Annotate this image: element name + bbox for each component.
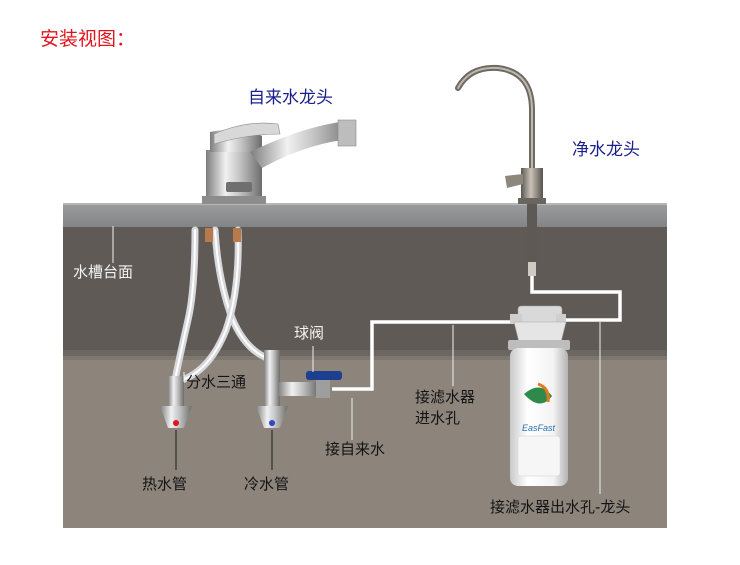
hot-marker (173, 420, 179, 426)
filter-outlet-label: 接滤水器出水孔-龙头 (490, 498, 631, 516)
cold-pipe-label: 冷水管 (244, 475, 290, 493)
cold-water-tee (256, 350, 342, 428)
filter-inlet-label-line2: 进水孔 (415, 409, 461, 427)
tap-faucet (202, 119, 357, 204)
hot-water-valve (160, 376, 192, 428)
tap-faucet-label: 自来水龙头 (248, 88, 333, 108)
filter-inlet-label-line1: 接滤水器 (415, 388, 476, 406)
countertop-slab (63, 203, 667, 227)
purified-faucet (455, 64, 546, 206)
hot-pipe-label: 热水管 (142, 475, 188, 493)
cold-marker (269, 420, 275, 426)
page-title: 安装视图： (40, 28, 136, 50)
tap-water-inlet-label: 接自来水 (325, 440, 386, 458)
ball-valve-handle (306, 371, 342, 380)
purified-faucet-label: 净水龙头 (572, 140, 640, 160)
ball-valve-label: 球阀 (294, 324, 325, 342)
countertop-label: 水槽台面 (73, 263, 134, 281)
water-filter (508, 305, 570, 486)
filter-brand-label: EasFast (522, 423, 556, 433)
tee-splitter-label: 分水三通 (186, 373, 247, 391)
